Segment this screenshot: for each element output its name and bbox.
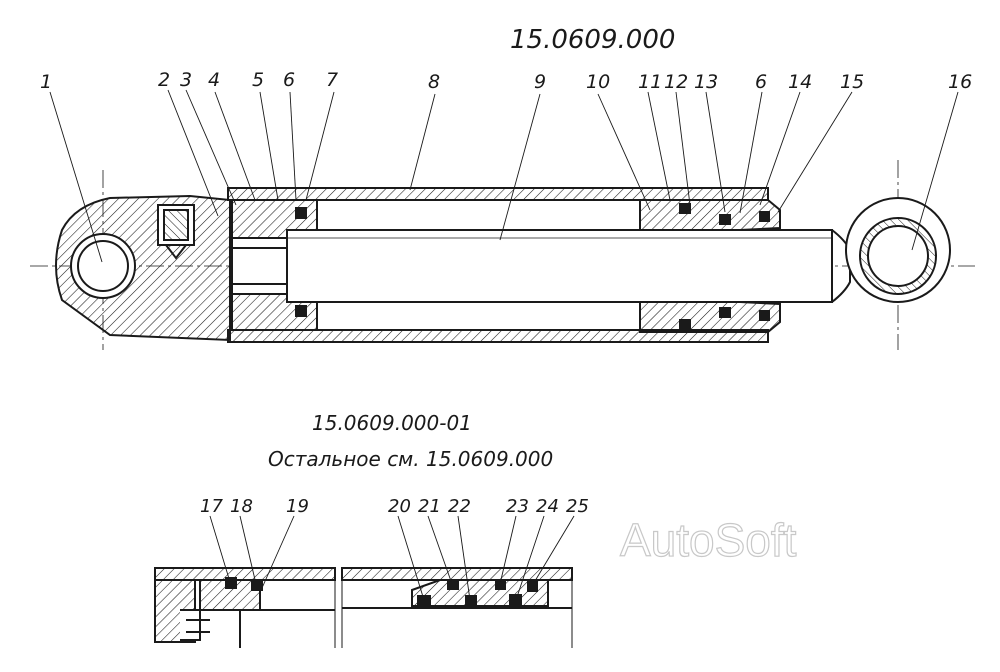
top-callout-leaders xyxy=(49,89,959,263)
callout-3: 3 xyxy=(180,69,192,91)
callout-4: 4 xyxy=(208,69,220,91)
main-drawing-code: 15.0609.000 xyxy=(510,25,675,55)
callout-7: 7 xyxy=(326,69,338,91)
callout-13: 13 xyxy=(694,71,718,93)
callout-19: 19 xyxy=(286,496,309,517)
callout-9: 9 xyxy=(534,71,546,93)
bottom-callouts: 17 18 19 20 21 22 23 24 25 xyxy=(200,496,589,517)
callout-12: 12 xyxy=(664,71,688,93)
callout-24: 24 xyxy=(536,496,559,517)
variant-note: Остальное см. 15.0609.000 xyxy=(268,447,553,471)
top-callouts: 1 2 3 4 5 6 7 8 9 10 11 12 13 6 14 15 16 xyxy=(40,69,972,93)
callout-8: 8 xyxy=(428,71,440,93)
callout-5: 5 xyxy=(252,69,264,91)
rod-gland-bottom xyxy=(639,301,781,333)
callout-21: 21 xyxy=(418,496,441,517)
callout-25: 25 xyxy=(566,496,589,517)
callout-6: 6 xyxy=(283,69,295,91)
callout-11: 11 xyxy=(638,71,662,93)
callout-15: 15 xyxy=(840,71,864,93)
callout-17: 17 xyxy=(200,496,223,517)
watermark-text: AutoSoft xyxy=(620,514,797,566)
callout-18: 18 xyxy=(230,496,253,517)
cylinder-tube-bottom xyxy=(227,329,769,343)
callout-2: 2 xyxy=(158,69,170,91)
callout-14: 14 xyxy=(788,71,812,93)
callout-23: 23 xyxy=(506,496,529,517)
variant-detail xyxy=(154,567,573,648)
piston-rod xyxy=(286,229,833,303)
cylinder-assembly xyxy=(30,160,975,350)
cylinder-tube-top xyxy=(227,187,769,201)
bottom-callout-leaders xyxy=(209,515,575,601)
callout-6b: 6 xyxy=(755,71,767,93)
variant-drawing-code: 15.0609.000-01 xyxy=(312,411,472,435)
callout-20: 20 xyxy=(388,496,411,517)
callout-10: 10 xyxy=(586,71,610,93)
callout-22: 22 xyxy=(448,496,471,517)
callout-1: 1 xyxy=(40,71,52,93)
rod-gland-top xyxy=(639,199,781,231)
callout-16: 16 xyxy=(948,71,972,93)
